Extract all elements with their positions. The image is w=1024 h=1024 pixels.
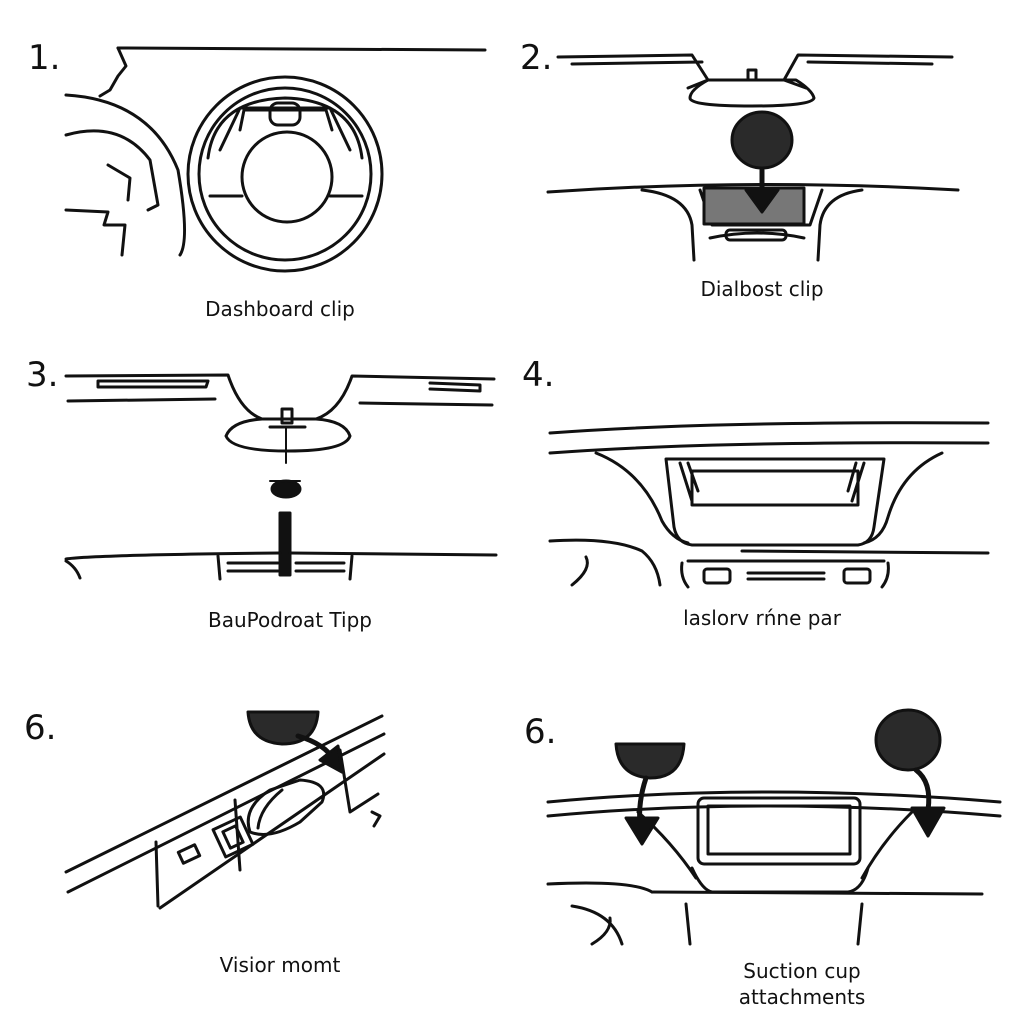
- panel-5-visor-mount: 6. Visior momt: [0, 682, 512, 1023]
- step-number: 6.: [24, 708, 57, 748]
- step-caption: Visior momt: [219, 953, 341, 977]
- panel-4-laslorv-rne-par: 4. laslorv rńne par: [512, 341, 1024, 682]
- step-number: 1.: [28, 38, 61, 78]
- step-number: 6.: [524, 712, 557, 752]
- step-number: 4.: [522, 355, 555, 395]
- step-caption: BauPodroat Tipp: [208, 608, 372, 632]
- panel-6-suction-cup-attachments: 6. Suction cup attachments: [512, 682, 1024, 1023]
- dashboard-display-recess-illustration: [548, 421, 990, 589]
- panel-1-dashboard-clip: 1. Dashboard clip: [0, 0, 512, 341]
- step-number: 2.: [520, 38, 553, 78]
- rear-view-mirror-mount-illustration: [546, 53, 960, 262]
- step-caption-line-2: attachments: [738, 985, 866, 1009]
- step-caption: Dashboard clip: [205, 297, 355, 321]
- panel-3-baupodroat-tipp: 3. BauPodroat Tipp: [0, 341, 512, 682]
- mirror-base-clip-illustration: [64, 373, 498, 581]
- suction-cup-mount-illustration: [546, 708, 1002, 946]
- step-number: 3.: [26, 355, 59, 395]
- step-caption: Dialbost clip: [700, 277, 824, 301]
- step-caption: laslorv rńne par: [683, 606, 841, 630]
- step-caption-line-1: Suction cup: [743, 959, 861, 983]
- dashboard-steering-wheel-illustration: [64, 46, 487, 273]
- sun-visor-mount-illustration: [64, 710, 386, 910]
- panel-2-dialbost-clip: 2. Dialbost clip: [512, 0, 1024, 341]
